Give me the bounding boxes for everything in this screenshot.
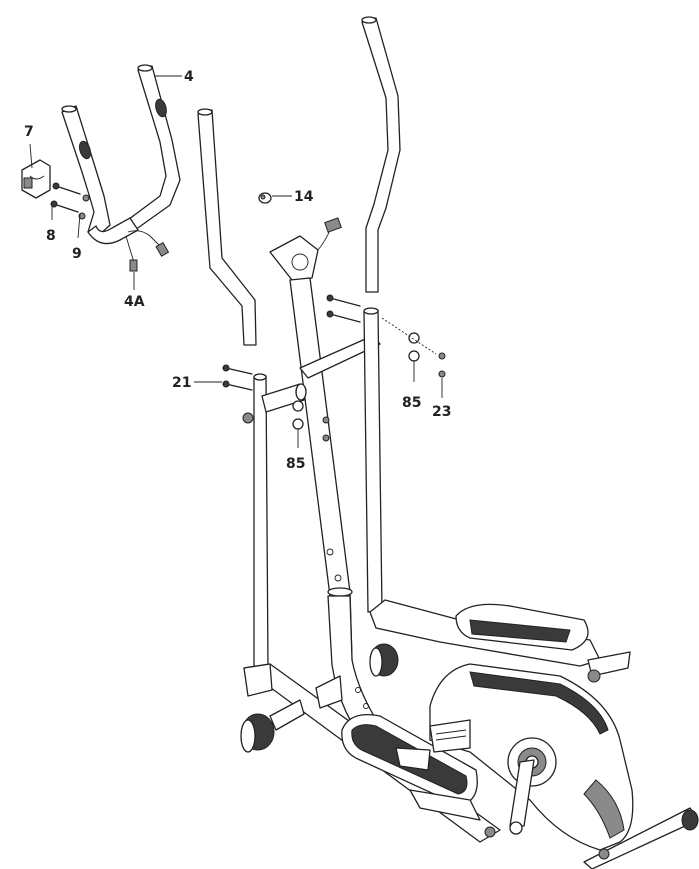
cross-bar-frame: [242, 307, 383, 671]
flywheel-housing: [429, 663, 634, 860]
label-part-4: 4: [184, 69, 194, 85]
label-part-4a: 4A: [124, 294, 145, 310]
clamp-part-7: [21, 159, 51, 199]
label-part-7: 7: [24, 124, 34, 140]
handlebar-part-4: [61, 64, 181, 272]
label-part-85-right: 85: [402, 395, 421, 411]
cap-part-14: [258, 192, 272, 204]
label-part-21: 21: [172, 375, 191, 391]
leader-lines: [29, 75, 443, 448]
rear-pedal: [369, 599, 601, 667]
label-part-85-left: 85: [286, 456, 305, 472]
label-part-9: 9: [72, 246, 82, 262]
label-part-23: 23: [432, 404, 451, 420]
label-part-14: 14: [294, 189, 314, 205]
hardware-right: [326, 294, 446, 378]
bolts-part-8-9: [50, 182, 90, 220]
right-arm: [361, 16, 401, 293]
hardware-left: [222, 364, 330, 442]
front-pedal: [341, 713, 481, 821]
middle-arm: [197, 108, 257, 346]
label-part-8: 8: [46, 228, 56, 244]
part-labels: 4 7 8 9 4A 14 21 85 23 85: [24, 69, 451, 472]
